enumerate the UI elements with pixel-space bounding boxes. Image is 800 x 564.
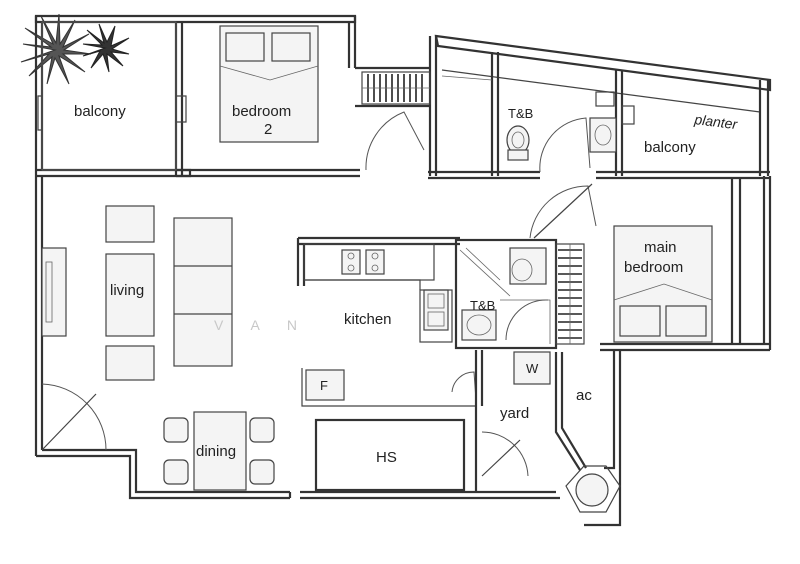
- column: [565, 465, 621, 513]
- basin-icon: [461, 309, 497, 341]
- household-shelter: HS: [314, 418, 466, 492]
- coffee-table: [105, 253, 155, 337]
- toilet-icon-2: [509, 247, 547, 285]
- kitchen: kitchen V A N F: [214, 236, 477, 407]
- main-bedroom: main bedroom: [529, 183, 713, 343]
- shelf-hatch: [361, 71, 431, 105]
- dining-chairs: [163, 417, 275, 485]
- balcony-left: balcony: [37, 21, 187, 171]
- wardrobe-hatch: [555, 243, 585, 345]
- armchair-top: [105, 205, 155, 243]
- toilet-icon: [506, 125, 530, 161]
- washer-label: W: [526, 361, 539, 376]
- main-bedroom-label-1: main: [644, 239, 677, 256]
- planter-label: planter: [693, 111, 740, 132]
- stove-icon: [341, 249, 385, 275]
- hs-label: HS: [376, 449, 397, 466]
- watermark: V A N: [214, 317, 309, 333]
- plant-icon: [20, 13, 130, 85]
- living-label: living: [110, 282, 144, 299]
- ac-label: ac: [576, 387, 592, 404]
- tv-console: [41, 247, 67, 337]
- yard-label: yard: [500, 405, 529, 422]
- main-bedroom-label-2: bedroom: [624, 259, 683, 276]
- bedroom-2-label-2: 2: [264, 121, 272, 138]
- living-room: living: [41, 205, 233, 451]
- washer: [513, 351, 551, 385]
- balcony-right-label: balcony: [644, 139, 696, 156]
- tb-top-label: T&B: [508, 106, 533, 121]
- yard-area: W yard ac: [474, 350, 621, 513]
- balcony-left-label: balcony: [74, 103, 126, 120]
- outer-walls: [34, 14, 772, 527]
- sofa: [173, 217, 233, 367]
- dining-label: dining: [196, 443, 236, 460]
- bedroom-2: bedroom 2: [219, 25, 425, 171]
- bathroom-top: T&B: [441, 75, 591, 173]
- tb-center-label: T&B: [470, 298, 495, 313]
- fridge-label: F: [320, 378, 328, 393]
- dining-area: dining: [163, 411, 275, 491]
- dining-table: [193, 411, 247, 491]
- kitchen-sink-icon: [423, 289, 449, 331]
- balcony-right: planter balcony: [589, 91, 740, 156]
- armchair-bottom: [105, 345, 155, 381]
- bathroom-center: T&B: [454, 238, 558, 350]
- bedroom-2-label-1: bedroom: [232, 103, 291, 120]
- kitchen-label: kitchen: [344, 311, 392, 328]
- sink-icon: [589, 117, 617, 153]
